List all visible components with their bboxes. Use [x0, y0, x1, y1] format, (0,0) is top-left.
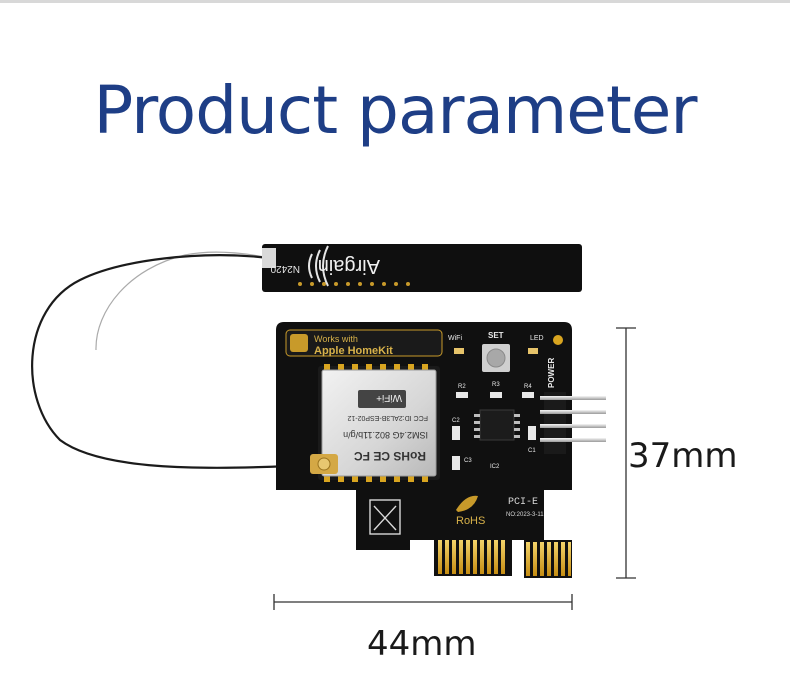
- width-dimension-label: 44mm: [367, 624, 477, 664]
- r2-label: R2: [458, 384, 466, 390]
- status-led: [528, 348, 538, 354]
- capacitor-c2: [452, 426, 460, 440]
- date-silk-label: NO:2023-3-11: [506, 512, 544, 518]
- led-silk-label: LED: [530, 335, 544, 342]
- power-silk-label: POWER: [547, 358, 556, 388]
- wifi-board: Works with Apple HomeKit WiFi SET LED PO…: [276, 322, 606, 578]
- r4-label: R4: [524, 384, 532, 390]
- c3-label: C3: [464, 458, 472, 464]
- pcie-silk-label: PCI-E: [508, 497, 538, 508]
- height-dimension-line: [616, 327, 636, 579]
- antenna-model-label: N2420: [270, 263, 300, 274]
- module-marks: RoHS CE FC: [354, 449, 426, 463]
- homekit-badge: Works with Apple HomeKit: [285, 329, 443, 357]
- resistor-r2: [456, 392, 468, 398]
- antenna-pcb: N2420 Airgain: [262, 244, 582, 292]
- resistor-r3: [490, 392, 502, 398]
- module-fcc-line: FCC ID:2AL3B-ESP02-12: [347, 414, 428, 421]
- power-header: [540, 392, 606, 454]
- wifi-led: [454, 348, 464, 354]
- set-button: [482, 344, 510, 372]
- home-icon: [290, 334, 308, 352]
- esp-module: RoHS CE FC ISM2.4G 802.11b/g/n FCC ID:2A…: [318, 364, 440, 482]
- capacitor-c3: [452, 456, 460, 470]
- top-divider: [0, 0, 790, 3]
- height-dimension-label: 37mm: [628, 436, 738, 476]
- page-title: Product parameter: [93, 72, 697, 149]
- set-silk-label: SET: [488, 331, 504, 340]
- capacitor-c1: [528, 426, 536, 440]
- ic2-label: IC2: [490, 464, 500, 470]
- weee-icon: [369, 499, 401, 535]
- ic-chip: [474, 409, 520, 441]
- r3-label: R3: [492, 382, 500, 388]
- resistor-r4: [522, 392, 534, 398]
- module-brand: WiFi+: [376, 392, 402, 403]
- module-spec-line: ISM2.4G 802.11b/g/n: [343, 430, 428, 440]
- badge-line-2: Apple HomeKit: [314, 345, 393, 357]
- c2-label: C2: [452, 418, 460, 424]
- c1-label: C1: [528, 448, 536, 454]
- wifi-silk-label: WiFi: [448, 335, 462, 342]
- weee-cross: [373, 505, 397, 531]
- mount-pad: [553, 335, 563, 345]
- antenna-brand-label: Airgain: [318, 255, 380, 277]
- width-dimension-line: [273, 594, 573, 610]
- badge-line-1: Works with: [314, 334, 358, 344]
- ufl-connector: [310, 454, 338, 474]
- rohs-silk-label: RoHS: [456, 515, 485, 527]
- leaf-icon: [456, 495, 478, 512]
